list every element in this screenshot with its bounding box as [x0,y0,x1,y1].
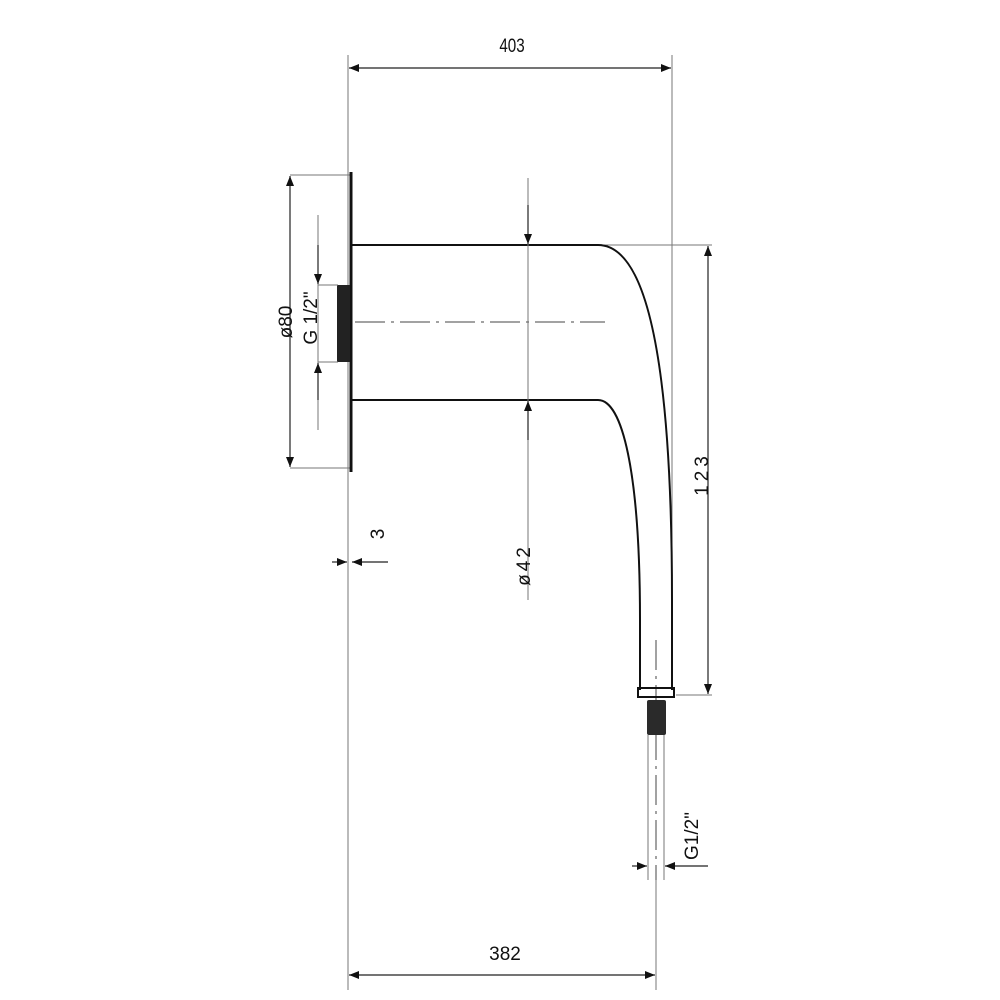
dimension-wall-thread-label: G 1/2" [301,291,322,344]
dimension-123-label: 123 [692,452,713,496]
pipe-outer-edge [352,244,673,690]
outlet-thread [647,700,666,735]
dimension-382-label: 382 [489,944,521,965]
extension-lines [290,55,712,990]
dimension-flange-label: ø80 [276,306,297,339]
dimension-403-label: 403 [499,34,524,56]
pipe-inner-edge [352,399,641,690]
dimension-pipe-label: ø42 [514,544,535,586]
dimension-outlet-thread-label: G1/2" [682,812,703,860]
outlet-nut [637,687,675,698]
wall-thread-connector [337,285,350,362]
dimension-3-label: 3 [368,529,389,540]
